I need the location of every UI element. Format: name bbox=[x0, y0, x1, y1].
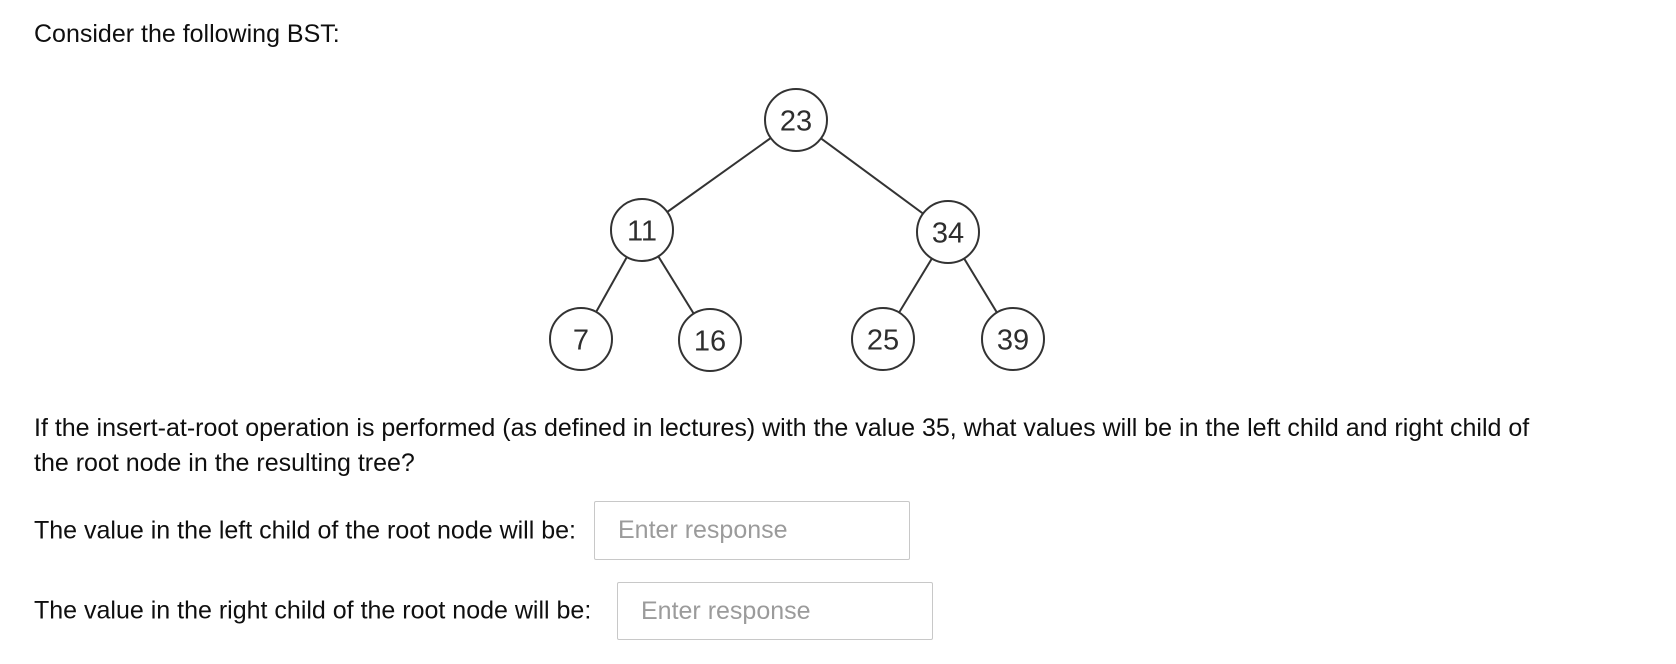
tree-node-11: 11 bbox=[610, 198, 674, 262]
tree-node-circle bbox=[678, 308, 742, 372]
question-line-1: If the insert-at-root operation is perfo… bbox=[34, 414, 1530, 442]
tree-node-value: 11 bbox=[627, 215, 657, 247]
tree-node-circle bbox=[764, 88, 828, 152]
tree-node-16: 16 bbox=[678, 308, 742, 372]
right-child-response-input[interactable] bbox=[617, 582, 933, 640]
bst-diagram: 23 11 34 7 16 25 39 bbox=[549, 88, 1045, 372]
left-child-label: The value in the left child of the root … bbox=[34, 516, 576, 544]
question-text: If the insert-at-root operation is perfo… bbox=[34, 411, 1529, 481]
tree-node-7: 7 bbox=[549, 307, 613, 371]
tree-node-23: 23 bbox=[764, 88, 828, 152]
tree-node-value: 25 bbox=[867, 324, 899, 356]
tree-node-25: 25 bbox=[851, 307, 915, 371]
question-line-2: the root node in the resulting tree? bbox=[34, 449, 415, 477]
answer-row-right-child: The value in the right child of the root… bbox=[0, 582, 1676, 640]
tree-node-39: 39 bbox=[981, 307, 1045, 371]
tree-node-34: 34 bbox=[916, 200, 980, 264]
right-child-label: The value in the right child of the root… bbox=[34, 596, 592, 625]
tree-node-circle bbox=[610, 198, 674, 262]
answer-row-left-child: The value in the left child of the root … bbox=[0, 501, 1676, 560]
tree-node-circle bbox=[851, 307, 915, 371]
tree-node-circle bbox=[916, 200, 980, 264]
tree-node-circle bbox=[981, 307, 1045, 371]
tree-node-value: 34 bbox=[932, 217, 964, 249]
question-intro-text: Consider the following BST: bbox=[34, 20, 340, 48]
tree-node-circle bbox=[549, 307, 613, 371]
tree-node-value: 16 bbox=[694, 325, 726, 357]
tree-node-value: 7 bbox=[573, 324, 589, 356]
left-child-response-input[interactable] bbox=[594, 501, 910, 560]
tree-node-value: 39 bbox=[997, 324, 1029, 356]
tree-node-value: 23 bbox=[780, 105, 812, 137]
